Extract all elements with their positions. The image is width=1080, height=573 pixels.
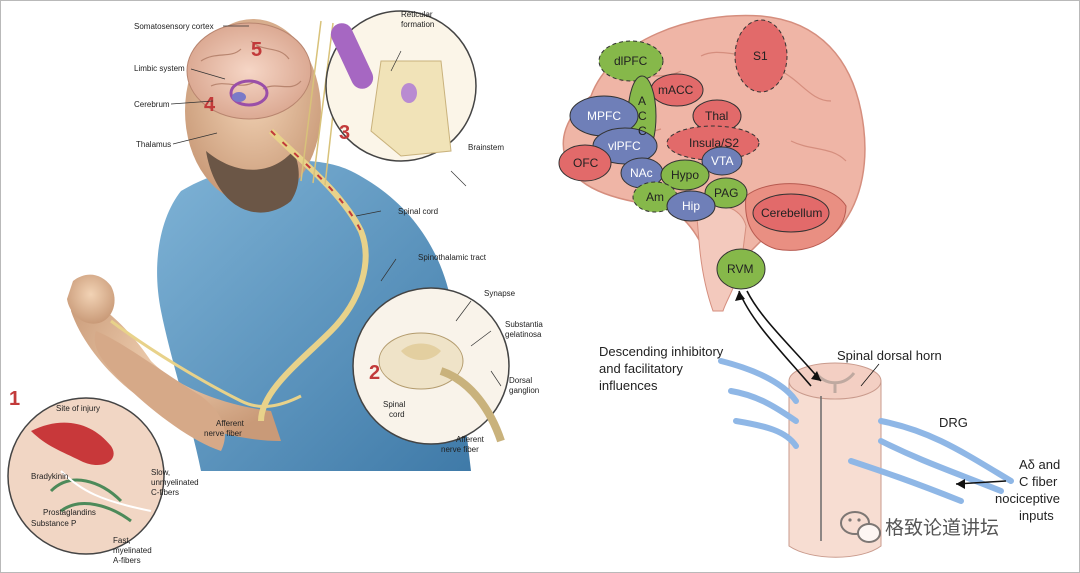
region-cerebellum <box>752 193 830 233</box>
label-hypo: Hypo <box>671 168 699 182</box>
label-acc-a: A <box>638 94 646 108</box>
label-inputs-4: inputs <box>1019 508 1054 523</box>
left-illustration: 1 2 3 4 5 Somatosensory cortex Limbic sy… <box>7 10 543 565</box>
label-inputs-2: C fiber <box>1019 474 1058 489</box>
label-synapse: Synapse <box>484 289 516 298</box>
label-inset-spinal-1: Spinal <box>383 400 405 409</box>
label-inset-spinal-2: cord <box>389 410 405 419</box>
brain-overlay <box>186 22 312 120</box>
label-spinal-dorsal-horn: Spinal dorsal horn <box>837 348 942 363</box>
label-hip: Hip <box>682 199 700 213</box>
label-vlpfc: vlPFC <box>608 139 641 153</box>
label-macc: mACC <box>658 83 694 97</box>
label-limbic-system: Limbic system <box>134 64 185 73</box>
label-slow-1: Slow, <box>151 468 170 477</box>
label-bradykinin: Bradykinin <box>31 472 68 481</box>
label-substantia-2: gelatinosa <box>505 330 542 339</box>
step-5: 5 <box>251 39 262 61</box>
watermark-text: 格致论道讲坛 <box>885 517 999 539</box>
watermark: 格致论道讲坛 <box>840 511 999 543</box>
label-inputs-3: nociceptive <box>995 491 1060 506</box>
label-afferent-1: Afferent <box>216 419 245 428</box>
step-2: 2 <box>369 362 380 384</box>
region-labels: S1 dlPFC mACC A C C MPFC Thal Insula/S2 … <box>573 49 822 276</box>
descending-arrows <box>738 290 822 387</box>
inset-brainstem <box>325 10 477 162</box>
step-4: 4 <box>204 94 216 116</box>
label-fast-1: Fast, <box>113 536 131 545</box>
label-spinothalamic-tract: Spinothalamic tract <box>418 253 487 262</box>
label-substantia-1: Substantia <box>505 320 543 329</box>
label-thalamus: Thalamus <box>136 140 171 149</box>
label-descending-1: Descending inhibitory <box>599 344 724 359</box>
label-inputs-1: Aδ and <box>1019 457 1060 472</box>
region-ofc <box>558 144 612 182</box>
label-cerebrum: Cerebrum <box>134 100 170 109</box>
beard <box>206 151 299 213</box>
nerve-fibers <box>718 358 1014 504</box>
label-spinal-cord: Spinal cord <box>398 207 438 216</box>
label-slow-2: unmyelinated <box>151 478 199 487</box>
label-dorsal-2: ganglion <box>509 386 539 395</box>
label-cerebellum: Cerebellum <box>761 206 822 220</box>
label-vta: VTA <box>711 154 733 168</box>
region-rvm <box>716 248 766 290</box>
label-inset-afferent-2: nerve fiber <box>441 445 479 454</box>
region-vta <box>701 146 743 176</box>
region-hypo <box>660 159 710 191</box>
label-insula: Insula/S2 <box>689 136 739 150</box>
region-dlpfc <box>598 40 664 82</box>
label-nac: NAc <box>630 166 653 180</box>
label-thal: Thal <box>705 109 728 123</box>
label-am: Am <box>646 190 664 204</box>
label-dlpfc: dlPFC <box>614 54 648 68</box>
inset-spinal <box>352 287 510 445</box>
label-descending-3: influences <box>599 378 658 393</box>
label-fast-3: A-fibers <box>113 556 141 565</box>
limbic-system-shape <box>229 79 269 107</box>
label-acc-c2: C <box>638 124 647 138</box>
step-3: 3 <box>339 122 350 144</box>
wechat-icon <box>840 511 881 543</box>
label-site-of-injury: Site of injury <box>56 404 100 413</box>
label-dorsal-1: Dorsal <box>509 376 532 385</box>
brain-regions <box>558 19 830 290</box>
label-ofc: OFC <box>573 156 599 170</box>
label-reticular-formation-1: Reticular <box>401 10 433 19</box>
label-rvm: RVM <box>727 262 753 276</box>
label-s1: S1 <box>753 49 768 63</box>
label-brainstem: Brainstem <box>468 143 504 152</box>
label-slow-3: C-fibers <box>151 488 179 497</box>
label-inset-afferent-1: Afferent <box>456 435 485 444</box>
hand-fist <box>67 274 115 324</box>
label-mpfc: MPFC <box>587 109 621 123</box>
label-drg: DRG <box>939 415 968 430</box>
region-s1 <box>734 19 788 93</box>
forearm-lower <box>94 331 225 451</box>
label-fast-2: myelinated <box>113 546 152 555</box>
label-prostaglandins: Prostaglandins <box>43 508 96 517</box>
afferent-path <box>110 319 302 408</box>
label-afferent-2: nerve fiber <box>204 429 242 438</box>
inset-injury <box>7 397 165 555</box>
label-pag: PAG <box>714 186 738 200</box>
region-hip <box>666 190 716 222</box>
step-1: 1 <box>9 388 20 410</box>
label-substance-p: Substance P <box>31 519 76 528</box>
label-acc-c1: C <box>638 109 647 123</box>
label-descending-2: and facilitatory <box>599 361 683 376</box>
label-reticular-formation-2: formation <box>401 20 434 29</box>
right-diagram: S1 dlPFC mACC A C C MPFC Thal Insula/S2 … <box>558 14 1060 558</box>
label-somatosensory-cortex: Somatosensory cortex <box>134 22 214 31</box>
region-pag <box>704 177 748 209</box>
